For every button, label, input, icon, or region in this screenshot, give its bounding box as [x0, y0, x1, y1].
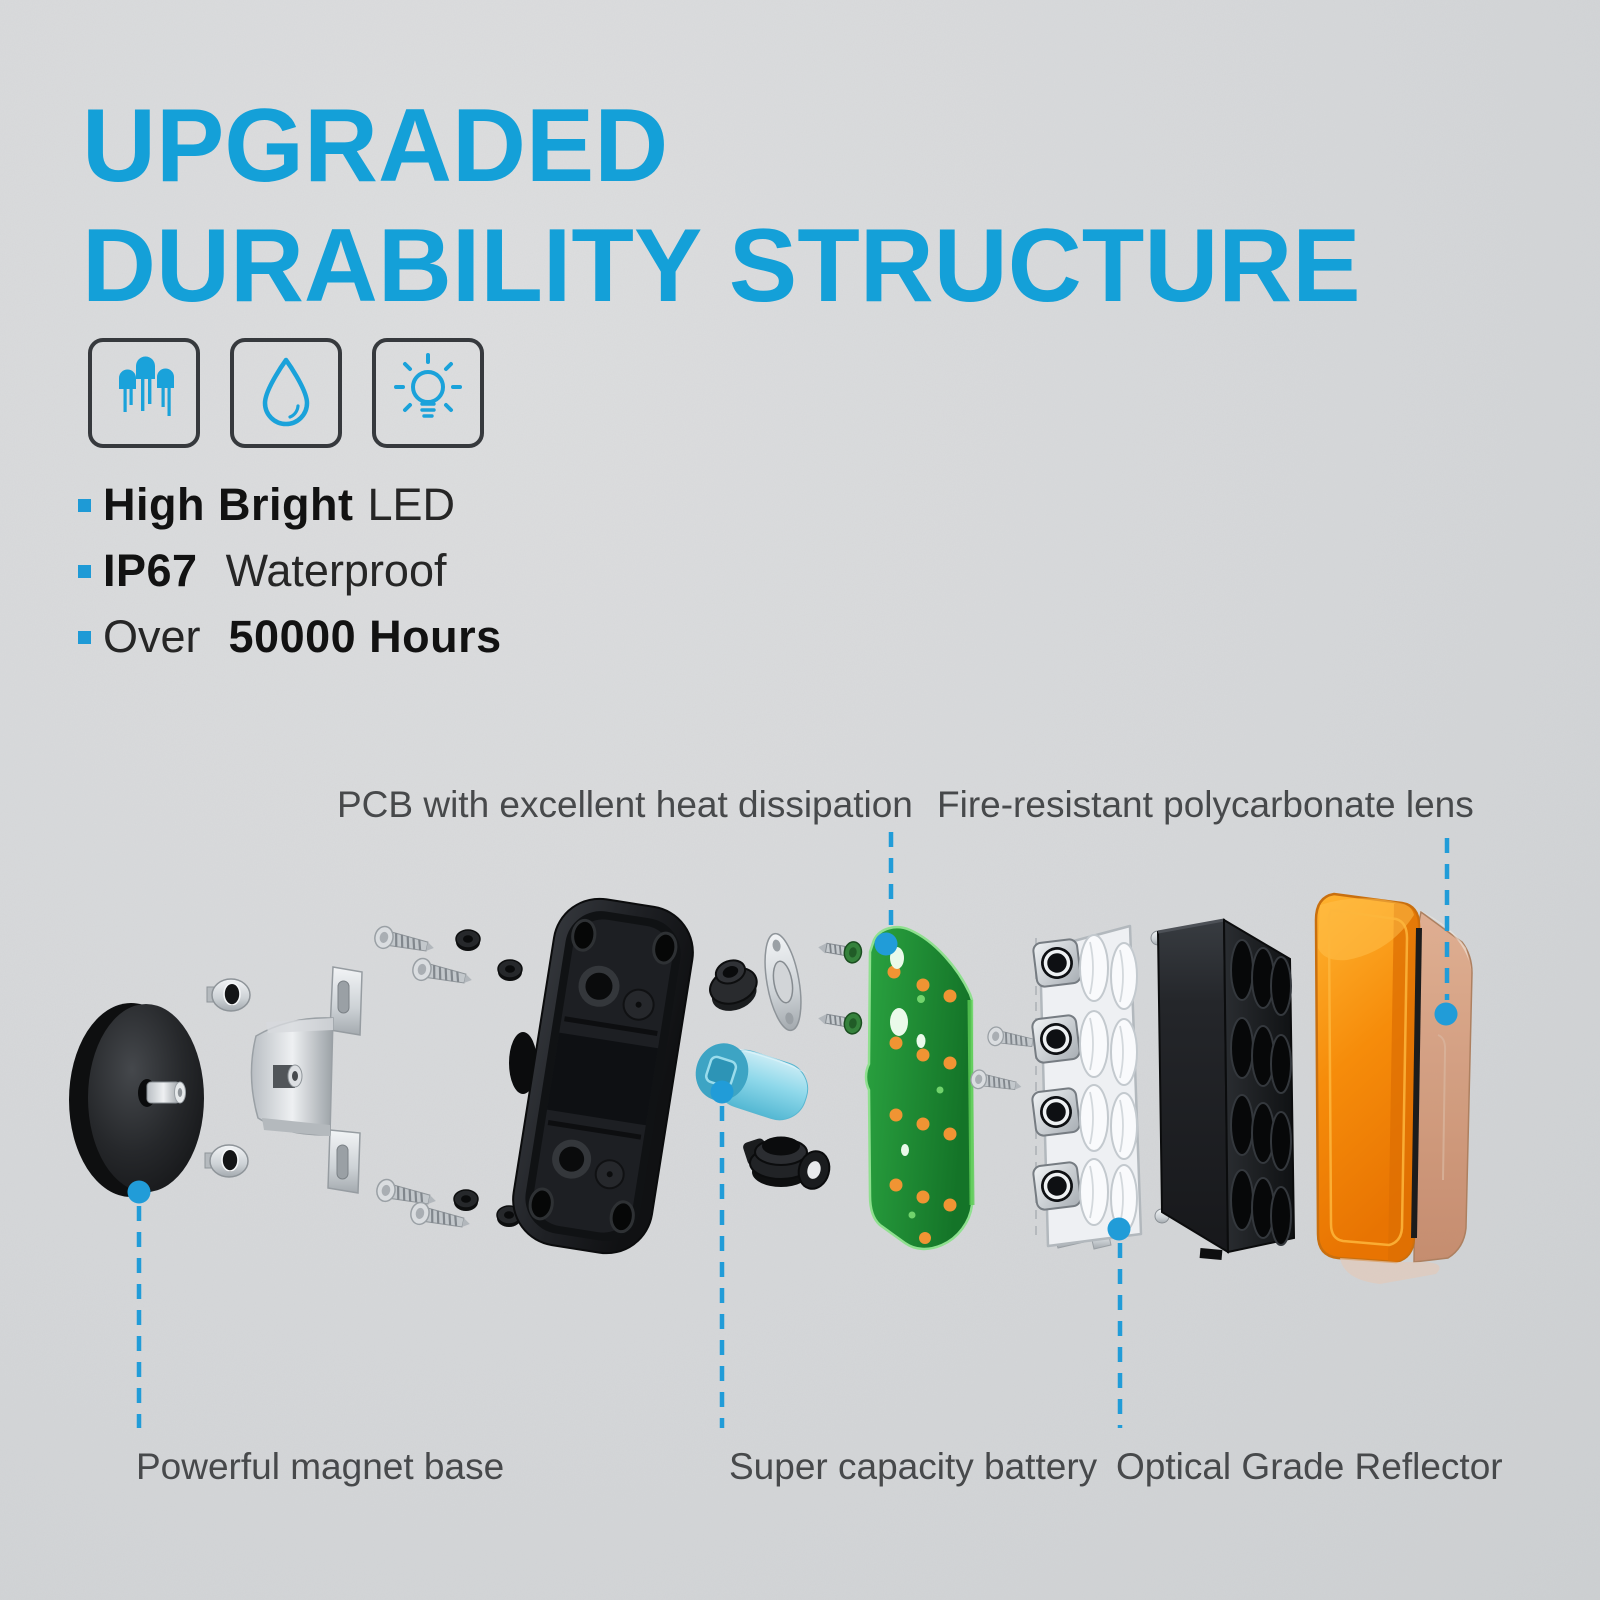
- feature-text: Waterproof: [225, 545, 447, 596]
- leader-dot-battery: [710, 1080, 734, 1104]
- rubber-grommet-part: [497, 959, 523, 982]
- mounting-bracket-part: [250, 966, 363, 1194]
- screw-part: [371, 923, 438, 960]
- green-screw-part: [815, 935, 864, 966]
- reflector-part: [1031, 924, 1143, 1250]
- screw-part: [409, 955, 476, 992]
- water-drop-icon: [230, 338, 342, 448]
- feature-text-bold: IP67: [103, 545, 198, 596]
- rubber-grommet-part: [455, 929, 481, 952]
- screw-part: [968, 1067, 1024, 1097]
- bullet-marker: [78, 630, 91, 644]
- battery-part: [695, 1043, 810, 1121]
- bullet-marker: [78, 498, 91, 512]
- lens-frame-part: [1150, 918, 1296, 1260]
- rubber-bushing-part: [709, 959, 758, 1011]
- nut-part: [204, 1144, 249, 1178]
- page-title-line2: DURABILITY STRUCTURE: [82, 208, 1361, 324]
- page-title-line1: UPGRADED: [82, 88, 669, 204]
- washer-part: [797, 1150, 831, 1190]
- leader-dot-lens: [1434, 1002, 1458, 1026]
- leader-dot-magnet: [127, 1180, 151, 1204]
- screw-part: [373, 1176, 440, 1213]
- led-icon: [88, 338, 200, 448]
- bullet-marker: [78, 564, 91, 578]
- housing-back-case-part: [509, 897, 694, 1255]
- callout-magnet: Powerful magnet base: [136, 1446, 505, 1487]
- leader-dot-pcb: [874, 932, 898, 956]
- nut-part: [206, 978, 251, 1012]
- feature-text-bold: 50000 Hours: [228, 611, 502, 662]
- pcb-part: [864, 926, 975, 1251]
- feature-text: LED: [367, 479, 455, 530]
- magnet-base-part: [69, 1003, 204, 1197]
- end-cap-part: [743, 1136, 813, 1187]
- feature-text-bold: High Bright: [103, 479, 354, 530]
- feature-list: High Bright LED IP67 Waterproof Over 500…: [78, 472, 502, 670]
- callout-reflector: Optical Grade Reflector: [1116, 1446, 1503, 1487]
- feature-icon-row: [88, 338, 484, 448]
- feature-text: Over: [103, 611, 201, 662]
- lens-part: [1314, 892, 1473, 1284]
- feature-ip67-waterproof: IP67 Waterproof: [78, 538, 502, 604]
- metal-flange-part: [764, 932, 802, 1032]
- callout-battery: Super capacity battery: [729, 1446, 1098, 1487]
- light-bulb-icon: [372, 338, 484, 448]
- feature-high-bright-led: High Bright LED: [78, 472, 502, 538]
- callout-pcb: PCB with excellent heat dissipation: [337, 784, 913, 825]
- rubber-grommet-part: [453, 1189, 479, 1212]
- leader-dot-reflector: [1107, 1217, 1131, 1241]
- callout-lens: Fire-resistant polycarbonate lens: [937, 784, 1474, 825]
- page-title: UPGRADED DURABILITY STRUCTURE: [82, 86, 1361, 326]
- green-screw-part: [815, 1006, 864, 1037]
- feature-50000-hours: Over 50000 Hours: [78, 604, 502, 670]
